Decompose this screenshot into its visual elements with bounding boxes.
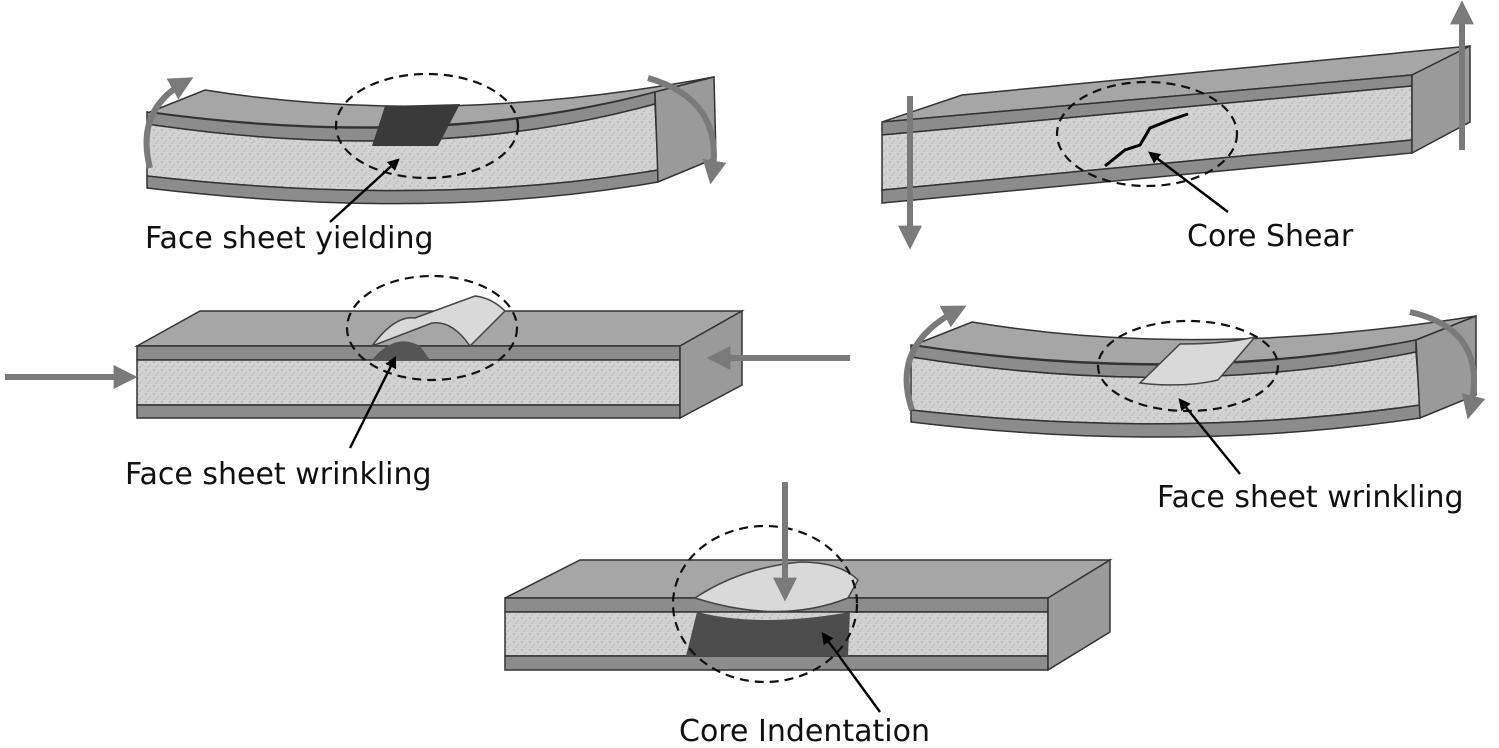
label-core-shear: Core Shear bbox=[1187, 219, 1354, 254]
indented-core bbox=[686, 612, 850, 656]
label-core-indentation: Core Indentation bbox=[679, 714, 930, 748]
pointer-core-indentation bbox=[821, 632, 881, 713]
panel-core-shear: Core Shear bbox=[881, 0, 1474, 254]
pointer-face-sheet-yielding bbox=[329, 158, 400, 223]
panel-face-sheet-wrinkling-compression: Face sheet wrinkling bbox=[5, 274, 850, 492]
moment-arrow-left-2 bbox=[903, 305, 967, 411]
label-face-sheet-yielding: Face sheet yielding bbox=[145, 221, 434, 256]
pointer-core-shear bbox=[1148, 151, 1229, 213]
indentation-highlight-ellipse bbox=[671, 524, 859, 684]
panel-core-indentation: Core Indentation bbox=[504, 482, 1113, 748]
label-face-sheet-wrinkling-compression: Face sheet wrinkling bbox=[125, 457, 432, 492]
moment-arrow-right-2 bbox=[1409, 309, 1486, 420]
pointer-face-sheet-wrinkling-bending bbox=[1178, 398, 1241, 475]
moment-arrow-right bbox=[647, 75, 727, 185]
wrinkle-highlight-ellipse bbox=[345, 274, 519, 382]
label-face-sheet-wrinkling-bending: Face sheet wrinkling bbox=[1157, 480, 1464, 515]
yield-highlight-ellipse bbox=[334, 72, 520, 180]
moment-arrow-left bbox=[143, 77, 194, 169]
panel-face-sheet-wrinkling-bending: Face sheet wrinkling bbox=[903, 305, 1486, 515]
yield-band bbox=[372, 104, 460, 146]
pointer-face-sheet-wrinkling-compression bbox=[348, 355, 397, 449]
shear-crack bbox=[1104, 112, 1189, 168]
shear-highlight-ellipse bbox=[1055, 80, 1239, 188]
wrinkle-bulge bbox=[369, 295, 507, 348]
panel-face-sheet-yielding: Face sheet yielding bbox=[143, 72, 727, 256]
